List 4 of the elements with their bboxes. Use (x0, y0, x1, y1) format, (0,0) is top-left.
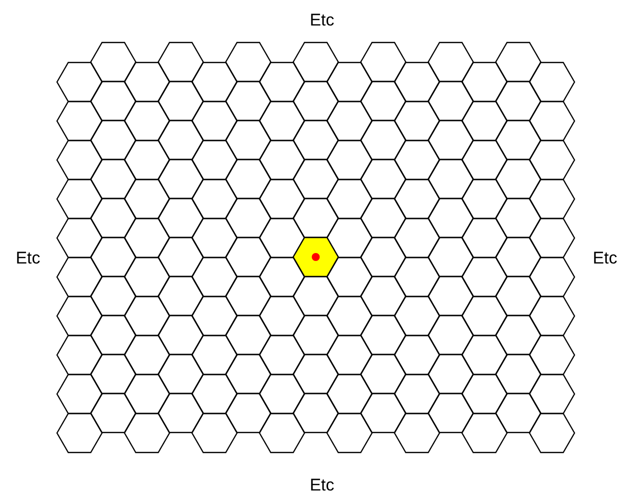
continuation-label: Etc (592, 250, 618, 266)
continuation-label: Etc (16, 250, 40, 266)
continuation-label: Etc (310, 12, 334, 28)
continuation-label: Etc (310, 476, 334, 492)
